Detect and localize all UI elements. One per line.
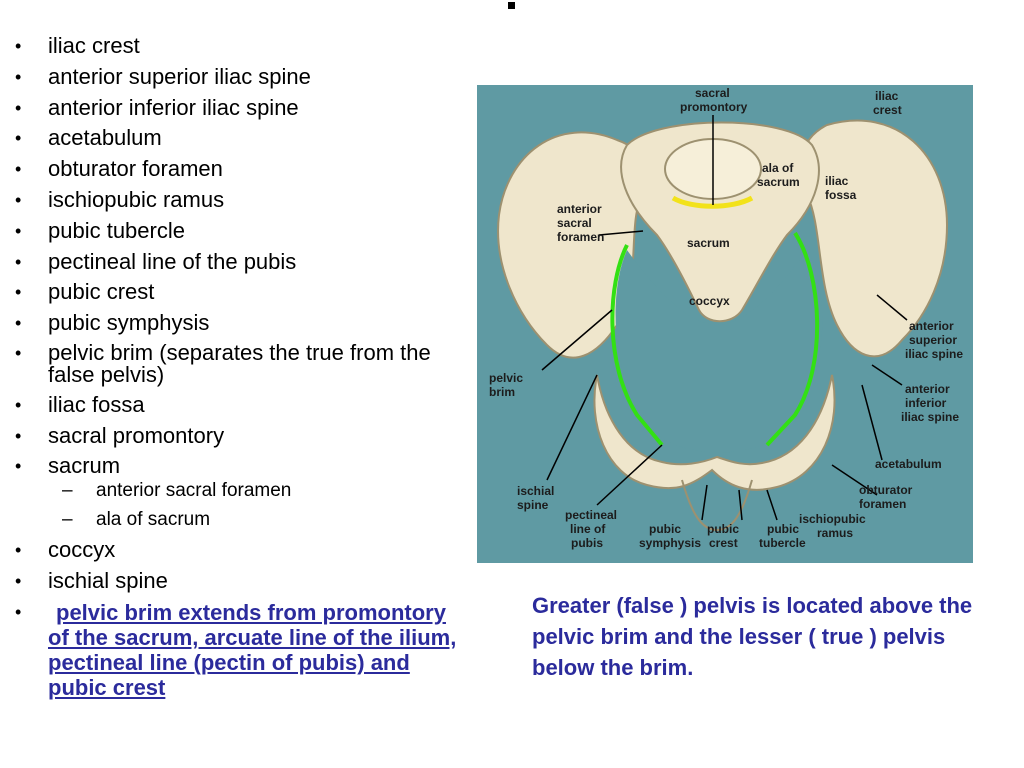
promontory-line xyxy=(671,195,754,209)
label-aiis-3: iliac spine xyxy=(901,410,959,424)
label-ala-of-sacrum-2: sacrum xyxy=(757,175,800,189)
list-item: •pubic tubercle xyxy=(15,217,185,243)
list-item: •anterior inferior iliac spine xyxy=(15,94,299,120)
label-iliac-fossa-2: fossa xyxy=(825,188,857,202)
bullet: • xyxy=(15,425,22,446)
bullet: • xyxy=(15,251,22,272)
sub-list-item: –ala of sacrum xyxy=(62,509,211,531)
bullet: • xyxy=(15,189,22,210)
dash: – xyxy=(62,509,73,531)
bullet: • xyxy=(15,601,22,622)
list-item: •pubic crest xyxy=(15,279,155,305)
list-item: •pelvic brim (separates the true from th… xyxy=(15,339,431,387)
label-obturator-foramen-2: foramen xyxy=(859,497,906,511)
label-pubic-crest-1: pubic xyxy=(707,522,739,536)
list-item-link: • pelvic brim extends from promontory of … xyxy=(0,600,470,700)
pelvic-inlet xyxy=(615,250,823,453)
label-anterior-sacral-foramen-2: sacral xyxy=(557,216,592,230)
bullet: • xyxy=(15,540,22,561)
label-iliac-crest-2: crest xyxy=(873,103,902,117)
label-pelvic-brim-1: pelvic xyxy=(489,371,523,385)
label-pubic-symphysis-2: symphysis xyxy=(639,536,701,550)
label-anterior-sacral-foramen-3: foramen xyxy=(557,230,604,244)
label-pectineal-line-3: pubis xyxy=(571,536,603,550)
bullet: • xyxy=(15,36,22,56)
label-asis-2: superior xyxy=(909,333,957,347)
label-pubic-symphysis-1: pubic xyxy=(649,522,681,536)
pelvic-brim-left xyxy=(610,244,664,447)
label-acetabulum: acetabulum xyxy=(875,457,942,471)
label-pectineal-line-1: pectineal xyxy=(565,508,617,522)
bullet: • xyxy=(15,313,22,334)
label-sacral-promontory-1: sacral xyxy=(695,86,730,100)
bullet: • xyxy=(15,394,22,415)
label-iliac-fossa-1: iliac xyxy=(825,174,849,188)
bullet: • xyxy=(15,159,22,180)
bullet: • xyxy=(15,282,22,303)
list-item: •iliac fossa xyxy=(15,391,145,417)
label-sacrum: sacrum xyxy=(687,236,730,250)
bullet: • xyxy=(15,342,22,363)
label-coccyx: coccyx xyxy=(689,294,730,308)
label-ala-of-sacrum-1: ala of xyxy=(762,161,794,175)
label-pubic-crest-2: crest xyxy=(709,536,738,550)
list-item: •sacral promontory xyxy=(15,422,225,448)
label-pubic-tubercle-1: pubic xyxy=(767,522,799,536)
bullet: • xyxy=(15,456,22,477)
sacrum-sublist: –anterior sacral foramen –ala of sacrum xyxy=(48,480,470,531)
pelvis-figure: sacral promontory iliac crest ala of sac… xyxy=(477,85,973,563)
pelvic-brim-right xyxy=(765,231,820,447)
list-item: •obturator foramen xyxy=(15,156,223,182)
pubic-arch xyxy=(681,479,753,532)
dash: – xyxy=(62,480,73,502)
list-item: •pectineal line of the pubis xyxy=(15,248,297,274)
anatomy-list: •iliac crest •anterior superior iliac sp… xyxy=(0,34,470,707)
label-anterior-sacral-foramen-1: anterior xyxy=(557,202,602,216)
bullet: • xyxy=(15,128,22,149)
label-pelvic-brim-2: brim xyxy=(489,385,515,399)
label-aiis-2: inferior xyxy=(905,396,947,410)
pubic-region xyxy=(593,374,836,491)
label-aiis-1: anterior xyxy=(905,382,950,396)
bullet: • xyxy=(15,66,22,87)
label-ischiopubic-ramus-1: ischiopubic xyxy=(799,512,866,526)
list-item: •pubic symphysis xyxy=(15,310,210,336)
label-asis-3: iliac spine xyxy=(905,347,963,361)
pelvic-brim-link[interactable]: pelvic brim extends from promontory of t… xyxy=(48,599,457,700)
label-obturator-foramen-1: obturator xyxy=(859,483,913,497)
pelvis-caption: Greater (false ) pelvis is located above… xyxy=(532,593,973,680)
list-item: •ischiopubic ramus xyxy=(15,186,225,212)
label-ischiopubic-ramus-2: ramus xyxy=(817,526,853,540)
list-item: •sacrum –anterior sacral foramen –ala of… xyxy=(0,454,470,531)
label-sacral-promontory-2: promontory xyxy=(680,100,748,114)
list-item: •acetabulum xyxy=(15,125,162,151)
label-pectineal-line-2: line of xyxy=(570,522,606,536)
bullet: • xyxy=(15,220,22,241)
pelvis-illustration: sacral promontory iliac crest ala of sac… xyxy=(489,86,963,550)
bullet: • xyxy=(15,97,22,118)
label-asis-1: anterior xyxy=(909,319,954,333)
list-item: •coccyx xyxy=(15,537,116,563)
label-iliac-crest-1: iliac xyxy=(875,89,899,103)
title-dot xyxy=(508,2,515,9)
label-ischial-spine-1: ischial xyxy=(517,484,554,498)
label-pubic-tubercle-2: tubercle xyxy=(759,536,806,550)
label-ischial-spine-2: spine xyxy=(517,498,549,512)
list-item: •ischial spine xyxy=(15,568,168,594)
list-item: •anterior superior iliac spine xyxy=(15,63,311,89)
bullet: • xyxy=(15,571,22,592)
list-item: •iliac crest xyxy=(15,33,140,58)
sub-list-item: –anterior sacral foramen xyxy=(62,480,292,502)
